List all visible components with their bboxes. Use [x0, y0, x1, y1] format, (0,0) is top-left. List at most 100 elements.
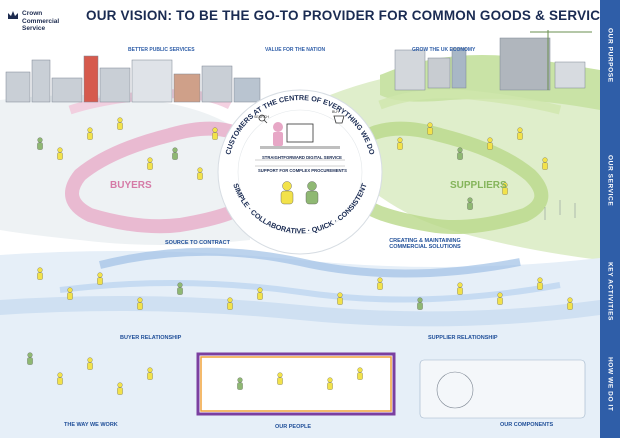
figure-head [257, 287, 263, 293]
tab-key-activities[interactable]: KEY ACTIVITIES [600, 252, 620, 331]
header-better-public-services: BETTER PUBLIC SERVICES [128, 47, 195, 53]
figure-head [172, 147, 178, 153]
figure-head [567, 297, 573, 303]
logo-text: Crown Commercial Service [22, 10, 60, 32]
figure-head [467, 197, 473, 203]
figure-head [517, 127, 523, 133]
figure-body [212, 132, 218, 140]
tab-our-service[interactable]: OUR SERVICE [600, 110, 620, 253]
figure-head [277, 372, 283, 378]
figure-body [327, 382, 333, 390]
footer-our-components: OUR COMPONENTS [500, 422, 554, 428]
figure-head [457, 282, 463, 288]
figure-head [327, 377, 333, 383]
crown-logo-icon [8, 11, 18, 19]
figure-head [497, 292, 503, 298]
figure-head [117, 117, 123, 123]
figure-body [177, 287, 183, 295]
figure-body [377, 282, 383, 290]
figure-head [502, 182, 508, 188]
figure-head [227, 297, 233, 303]
figure-body [517, 132, 523, 140]
figure-head [427, 122, 433, 128]
footer-our-people: OUR PEOPLE [275, 424, 312, 430]
figure-head [37, 137, 43, 143]
hub-search-label: SEARCH [254, 115, 269, 119]
figure-head [97, 272, 103, 278]
figure-head [117, 382, 123, 388]
figure-body [97, 277, 103, 285]
header-value-for-nation: VALUE FOR THE NATION [265, 47, 326, 53]
figure-head [337, 292, 343, 298]
figure-body [147, 372, 153, 380]
figure-body [417, 302, 423, 310]
figure-body [357, 372, 363, 380]
figure-body [117, 122, 123, 130]
figure-head [237, 377, 243, 383]
figure-body [57, 377, 63, 385]
figure-body [537, 282, 543, 290]
figure-body [277, 377, 283, 385]
shopping-basket-icon [333, 115, 345, 124]
figure-head [37, 267, 43, 273]
figure-head [537, 277, 543, 283]
footer-way-we-work: THE WAY WE WORK [64, 422, 118, 428]
figure-body [87, 132, 93, 140]
figure-head [377, 277, 383, 283]
figure-body [117, 387, 123, 395]
figure-body [567, 302, 573, 310]
figure-head [197, 167, 203, 173]
hub-buy-label: BUY [332, 110, 340, 114]
figure-body [37, 272, 43, 280]
figure-head [542, 157, 548, 163]
figure-head [137, 297, 143, 303]
figure-head [487, 137, 493, 143]
figure-body [467, 202, 473, 210]
figure-head [87, 127, 93, 133]
figure-head [57, 147, 63, 153]
figure-head [457, 147, 463, 153]
figure-body [172, 152, 178, 160]
figure-head [147, 367, 153, 373]
figure-body [227, 302, 233, 310]
figure-body [257, 292, 263, 300]
hub-support-complex: SUPPORT FOR COMPLEX PROCUREMENTS [258, 168, 347, 173]
figure-body [502, 187, 508, 195]
figure-body [137, 302, 143, 310]
hub-digital-service: STRAIGHTFORWARD DIGITAL SERVICE [262, 155, 342, 160]
supplier-relationship: SUPPLIER RELATIONSHIP [428, 335, 498, 341]
figure-body [87, 362, 93, 370]
figure-head [67, 287, 73, 293]
page-title: OUR VISION: TO BE THE GO-TO PROVIDER FOR… [86, 8, 619, 23]
figure-head [57, 372, 63, 378]
tab-our-purpose[interactable]: OUR PURPOSE [600, 0, 620, 111]
header-grow-uk-economy: GROW THE UK ECONOMY [412, 47, 476, 53]
figure-head [177, 282, 183, 288]
figure-body [397, 142, 403, 150]
figure-head [417, 297, 423, 303]
figure-head [27, 352, 33, 358]
source-to-contract: SOURCE TO CONTRACT [165, 240, 230, 246]
figure-body [457, 287, 463, 295]
magnifier-icon [258, 114, 268, 124]
crown-logo: Crown Commercial Service [6, 6, 66, 46]
figure-body [542, 162, 548, 170]
figure-head [147, 157, 153, 163]
figure-head [397, 137, 403, 143]
figure-body [147, 162, 153, 170]
figure-body [197, 172, 203, 180]
figure-body [67, 292, 73, 300]
side-tabs: OUR PURPOSE OUR SERVICE KEY ACTIVITIES H… [600, 0, 620, 439]
figure-head [357, 367, 363, 373]
figure-head [87, 357, 93, 363]
figure-head [212, 127, 218, 133]
figure-body [457, 152, 463, 160]
creating-solutions: CREATING & MAINTAINING COMMERCIAL SOLUTI… [389, 238, 461, 250]
buyers-label: BUYERS [110, 180, 152, 191]
figure-body [427, 127, 433, 135]
tab-how-we-do-it[interactable]: HOW WE DO IT [600, 330, 620, 439]
figure-body [37, 142, 43, 150]
buyer-relationship: BUYER RELATIONSHIP [120, 335, 182, 341]
figure-body [237, 382, 243, 390]
